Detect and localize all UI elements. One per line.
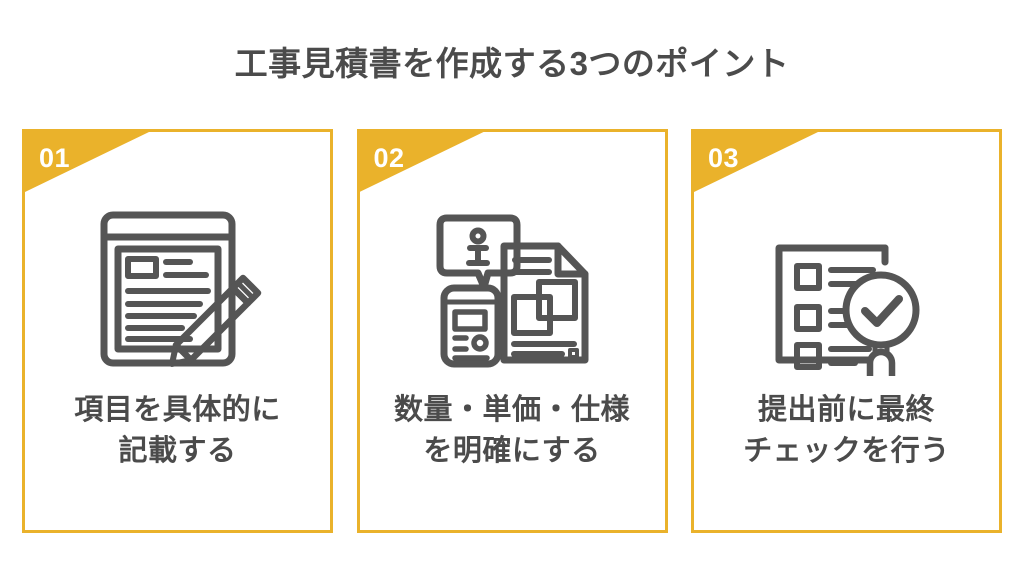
card-caption: 項目を具体的に 記載する xyxy=(25,390,330,472)
card-number-label: 03 xyxy=(708,142,740,173)
card-caption: 提出前に最終 チェックを行う xyxy=(694,390,999,472)
caption-line-1: 項目を具体的に xyxy=(74,394,281,426)
point-card-03: 03 xyxy=(691,129,1002,533)
caption-line-2: チェックを行う xyxy=(743,435,950,468)
caption-line-1: 提出前に最終 xyxy=(757,394,935,426)
point-card-01: 01 xyxy=(22,129,333,533)
card-number-label: 02 xyxy=(373,142,405,173)
point-card-list: 01 xyxy=(22,129,1002,533)
caption-line-2: 記載する xyxy=(118,435,237,468)
point-card-02: 02 xyxy=(356,129,668,533)
card-number-label: 01 xyxy=(39,142,71,173)
page-title: 工事見積書を作成する3つのポイント xyxy=(234,45,790,82)
info-bubble-calculator-document-icon xyxy=(360,192,665,387)
checklist-magnifier-check-icon xyxy=(694,192,999,387)
document-with-pencil-icon xyxy=(25,192,330,387)
caption-line-1: 数量・単価・仕様 xyxy=(393,394,630,426)
caption-line-2: を明確にする xyxy=(423,435,601,468)
card-caption: 数量・単価・仕様 を明確にする xyxy=(360,390,665,472)
